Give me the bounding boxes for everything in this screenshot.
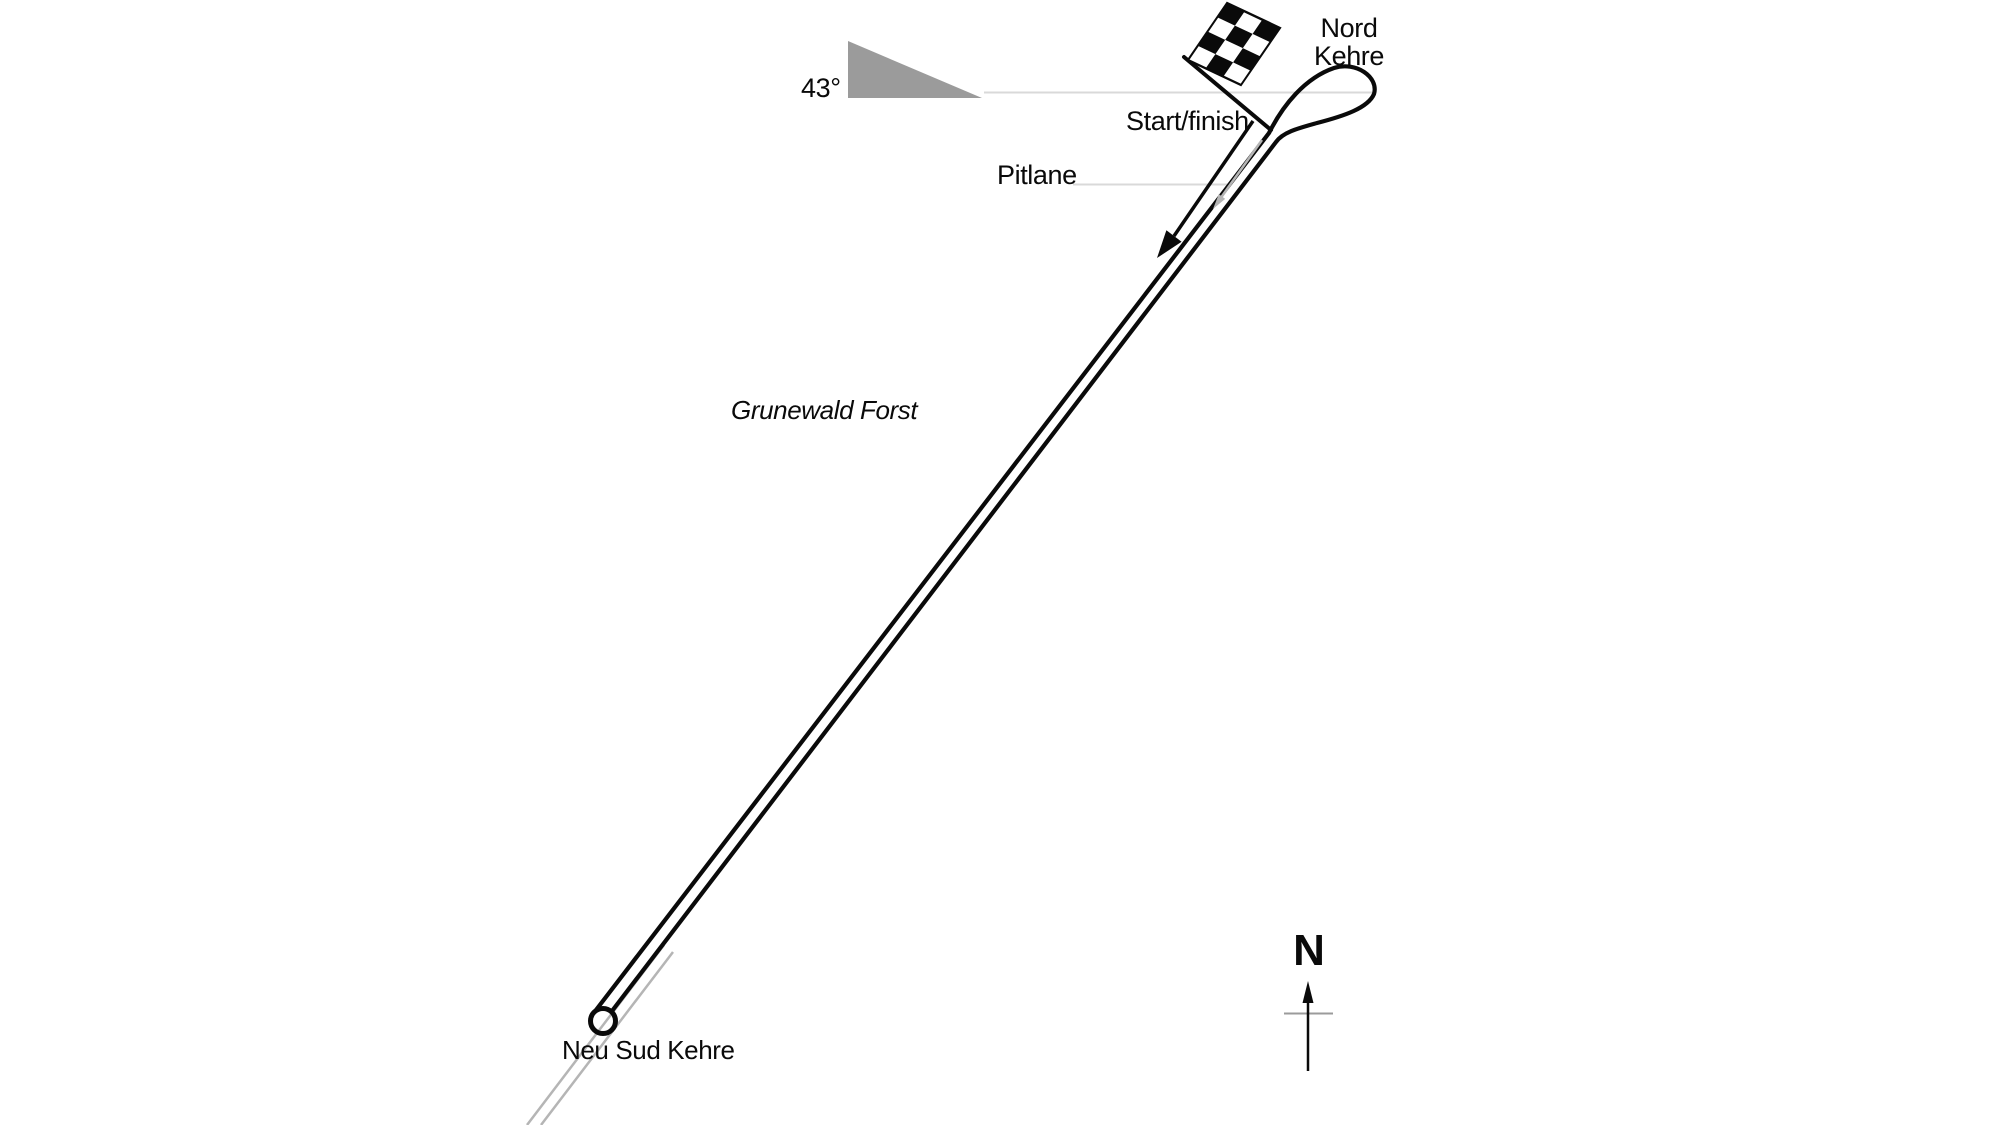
banking-angle-label: 43°: [801, 73, 841, 103]
neu-sud-kehre-label: Neu Sud Kehre: [562, 1035, 735, 1065]
pit-lane-line: [1213, 139, 1264, 209]
compass-arrowhead: [1302, 981, 1314, 1003]
nord-kehre-label-line1: Nord: [1320, 13, 1378, 43]
checkered-flag-icon: [1182, 1, 1282, 132]
direction-arrowhead: [1157, 230, 1182, 258]
direction-arrow-line: [1172, 120, 1255, 237]
direction-arrow-icon: [1157, 120, 1255, 258]
flag-pole: [1182, 55, 1273, 132]
south-hairpin-circle: [588, 1006, 618, 1036]
nord-kehre-label-line2: Kehre: [1313, 41, 1385, 72]
pit-lane-arrowhead: [1213, 194, 1226, 209]
start-finish-label: Start/finish: [1126, 106, 1249, 136]
nord-kehre-label: Nord Kehre: [1297, 14, 1401, 71]
track-outline-path: [594, 64, 1377, 1013]
grunewald-forst-label: Grunewald Forst: [731, 395, 918, 425]
compass-north-icon: [1284, 981, 1333, 1071]
compass-north-label: N: [1293, 926, 1325, 975]
banking-triangle-icon: [848, 41, 982, 98]
pitlane-label: Pitlane: [997, 160, 1077, 190]
